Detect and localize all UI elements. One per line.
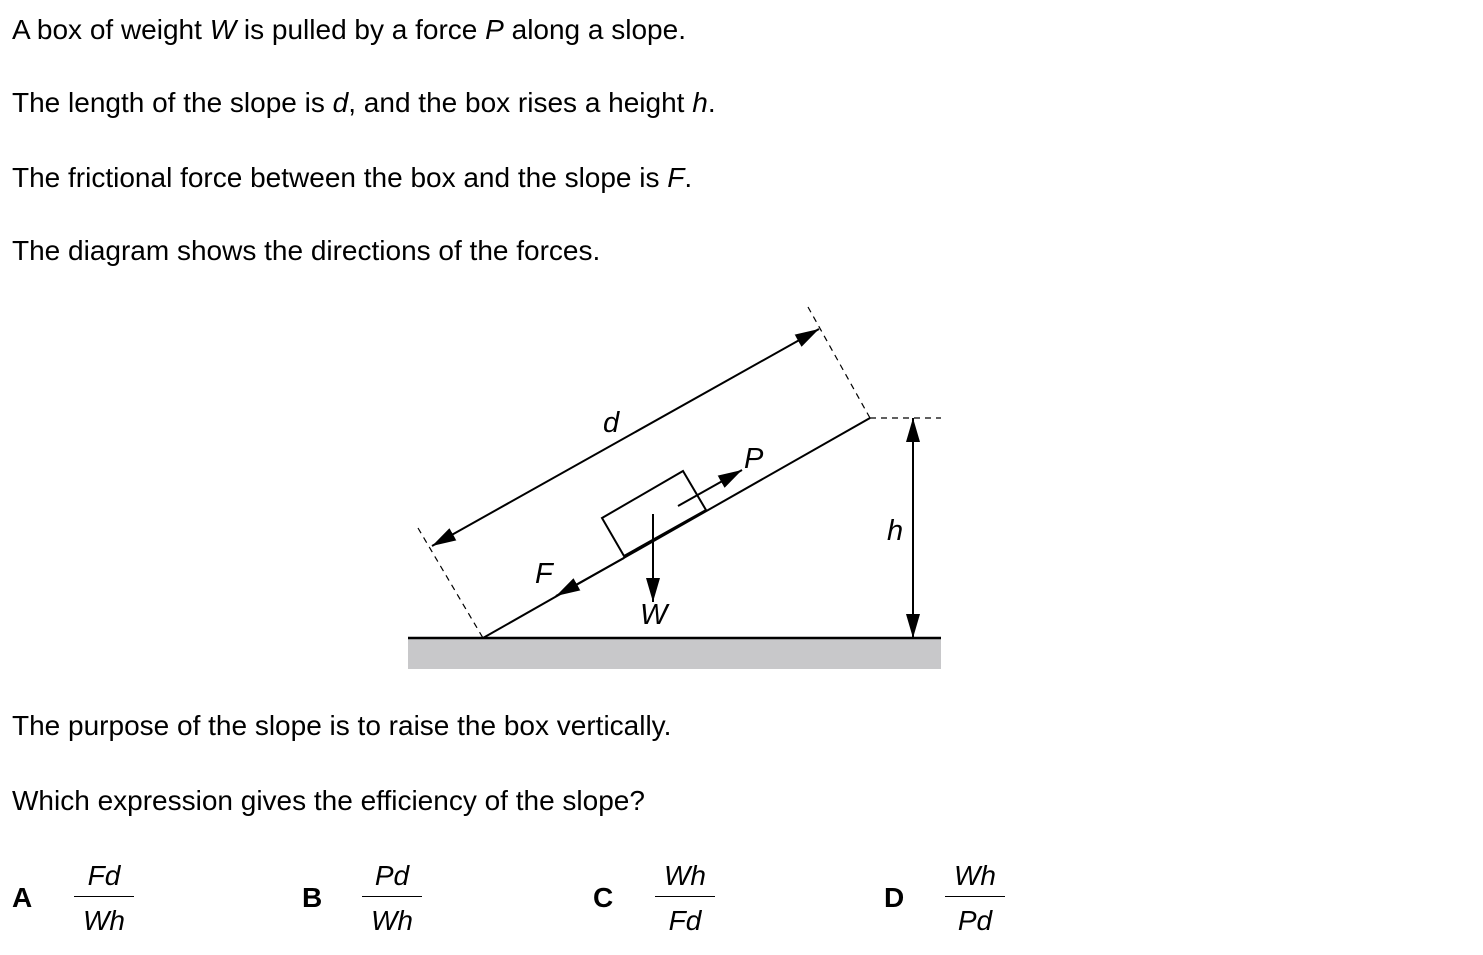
option-letter: A [12,882,33,913]
option-letter: C [593,882,614,913]
label-d: d [603,407,620,439]
label-p: P [744,443,764,475]
label-f: F [535,558,555,590]
dashed-extension-lower [417,527,484,639]
box [600,469,708,558]
dashed-extension-upper [807,306,871,419]
f-force-arrow [555,557,625,597]
p-force-arrow [677,469,743,507]
option-letter: D [884,882,905,913]
d-dimension-arrow [431,328,820,547]
question-line-1: A box of weight W is pulled by a force P… [12,14,686,45]
slope-line [482,417,871,639]
ground [408,638,941,669]
label-w: W [640,599,670,631]
question-line-6: Which expression gives the efficiency of… [12,785,645,816]
question-line-2: The length of the slope is d, and the bo… [12,87,716,118]
question-line-5: The purpose of the slope is to raise the… [12,710,672,741]
question-line-3: The frictional force between the box and… [12,162,693,193]
label-h: h [887,515,903,547]
question-line-4: The diagram shows the directions of the … [12,235,601,266]
option-letter: B [302,882,323,913]
